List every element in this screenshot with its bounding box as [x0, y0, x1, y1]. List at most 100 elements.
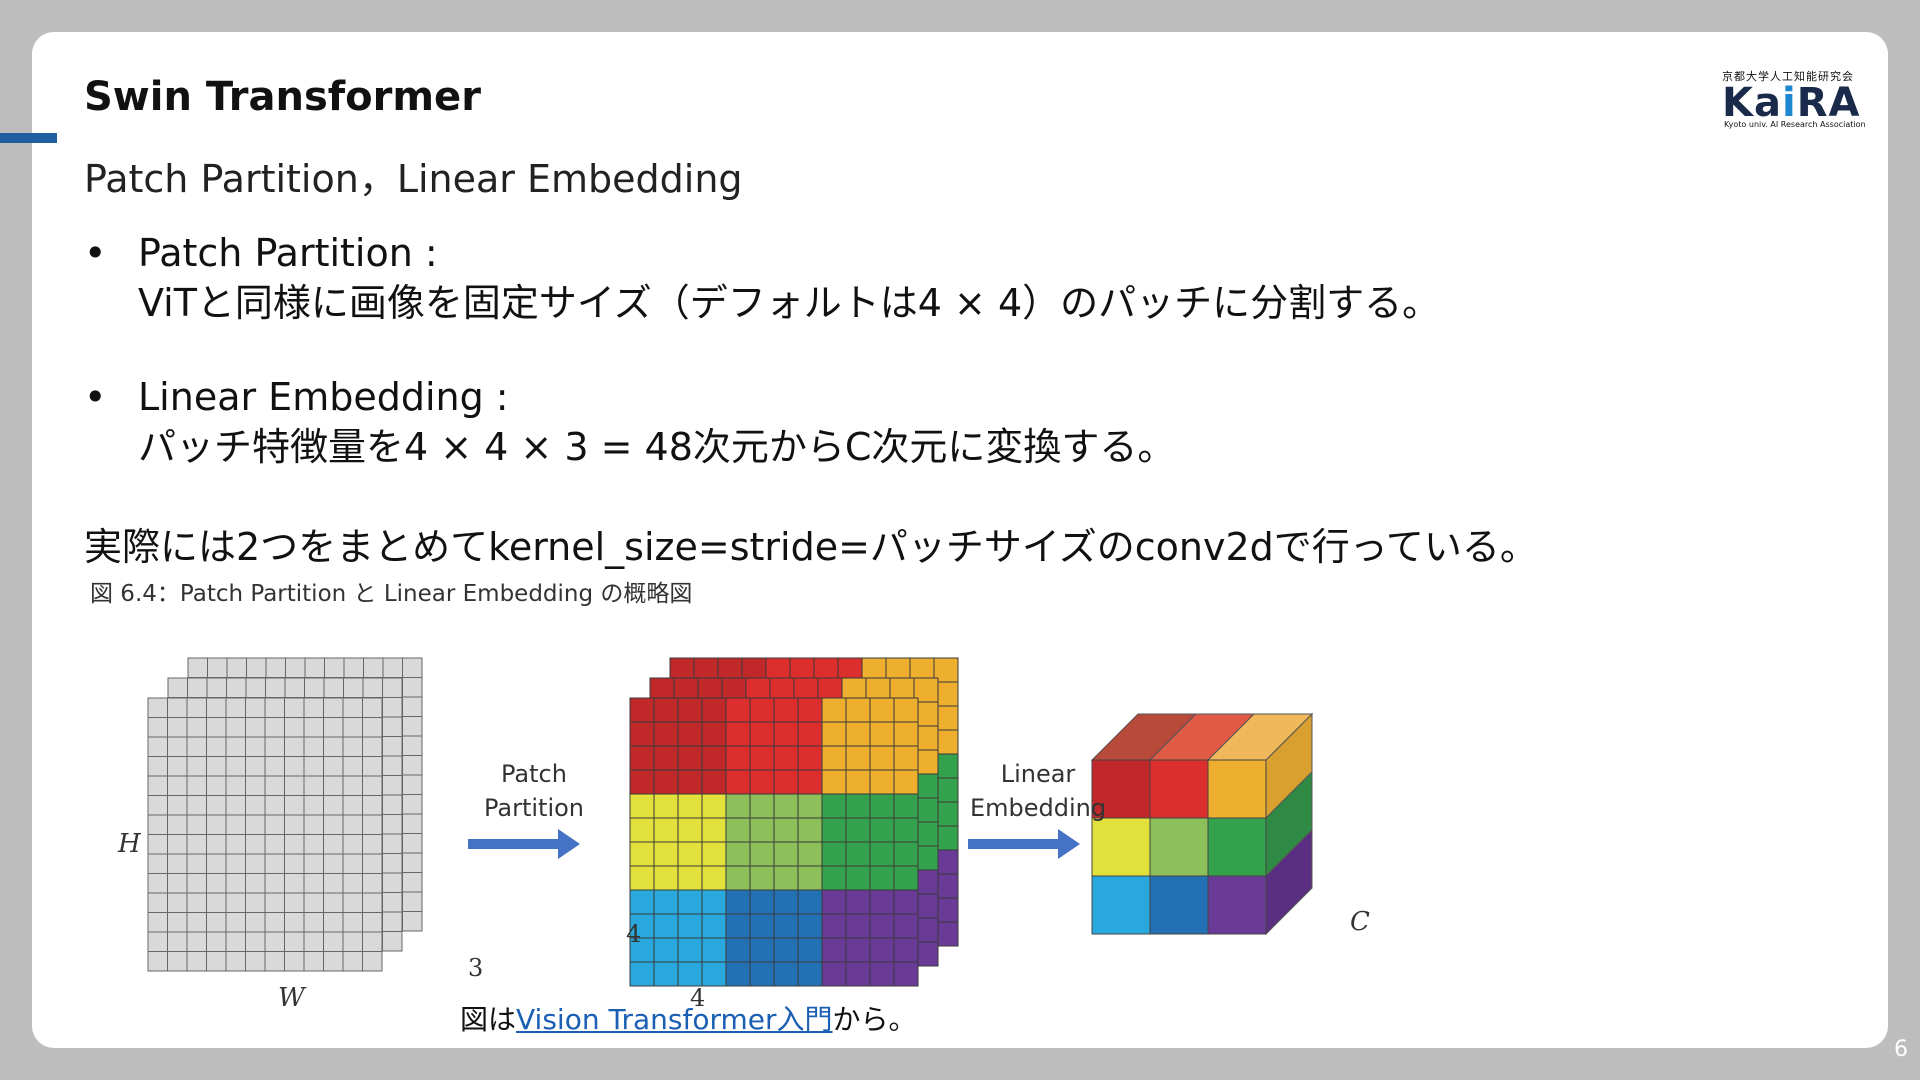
- input-cell: [284, 717, 305, 738]
- input-cell: [225, 834, 246, 855]
- input-cell: [187, 657, 208, 678]
- source-link[interactable]: Vision Transformer入門: [516, 1003, 833, 1036]
- input-cell: [402, 774, 423, 795]
- patch-cell: [821, 865, 847, 891]
- patch-cell: [653, 937, 679, 963]
- input-cell: [343, 657, 364, 678]
- input-cell: [402, 911, 423, 932]
- cube-front-cell: [1091, 875, 1151, 935]
- input-cell: [264, 795, 285, 816]
- patch-cell: [869, 937, 895, 963]
- cube-front-cell: [1091, 817, 1151, 877]
- patch-cell: [893, 865, 919, 891]
- input-cell: [206, 892, 227, 913]
- patch-cell: [653, 961, 679, 987]
- patch-cell: [893, 817, 919, 843]
- slide: Swin Transformer Patch Partition，Linear …: [0, 32, 1908, 1062]
- input-cell: [382, 853, 403, 874]
- input-cell: [362, 795, 383, 816]
- input-cell: [323, 717, 344, 738]
- source-suffix: から。: [832, 1003, 917, 1036]
- input-image-grid: [147, 657, 423, 972]
- patch-cell: [749, 937, 775, 963]
- cube-front-cell: [1149, 759, 1209, 819]
- patch-cell: [653, 841, 679, 867]
- input-cell: [147, 951, 168, 972]
- input-cell: [186, 775, 207, 796]
- input-cell: [245, 717, 266, 738]
- input-cell: [362, 697, 383, 718]
- input-cell: [167, 892, 188, 913]
- patch-cell: [629, 961, 655, 987]
- input-cell: [303, 717, 324, 738]
- patch-cell: [725, 889, 751, 915]
- patch-cell: [677, 793, 703, 819]
- input-cell: [225, 756, 246, 777]
- input-cell: [186, 931, 207, 952]
- patch-cell: [701, 889, 727, 915]
- input-cell: [324, 657, 345, 678]
- input-cell: [245, 931, 266, 952]
- input-cell: [342, 756, 363, 777]
- input-cell: [323, 775, 344, 796]
- patch-cell: [869, 865, 895, 891]
- input-cell: [342, 697, 363, 718]
- patch-cell: [893, 793, 919, 819]
- patch-cell: [749, 769, 775, 795]
- input-cell: [303, 873, 324, 894]
- patch-cell: [797, 841, 823, 867]
- input-cell: [147, 931, 168, 952]
- input-cell: [362, 814, 383, 835]
- patch-cell: [797, 889, 823, 915]
- label-W: W: [278, 983, 307, 1012]
- patch-cell: [845, 745, 871, 771]
- input-cell: [382, 755, 403, 776]
- input-cell: [186, 912, 207, 933]
- patch-cell: [893, 769, 919, 795]
- input-cell: [343, 677, 364, 698]
- input-cell: [225, 931, 246, 952]
- input-cell: [323, 677, 344, 698]
- input-cell: [207, 657, 228, 678]
- patch-cell: [869, 961, 895, 987]
- input-cell: [303, 931, 324, 952]
- input-cell: [342, 912, 363, 933]
- patch-cell: [629, 841, 655, 867]
- bullet-marker: •: [84, 231, 107, 275]
- patch-cell: [701, 961, 727, 987]
- input-cell: [323, 814, 344, 835]
- input-cell: [186, 795, 207, 816]
- input-cell: [323, 892, 344, 913]
- embedding-cube: [1090, 712, 1314, 936]
- input-cell: [382, 736, 403, 757]
- input-cell: [362, 951, 383, 972]
- patch-cell: [725, 817, 751, 843]
- cube-front-cell: [1149, 875, 1209, 935]
- input-cell: [362, 873, 383, 894]
- input-cell: [342, 814, 363, 835]
- input-cell: [245, 736, 266, 757]
- patch-cell: [629, 745, 655, 771]
- patch-cell: [821, 889, 847, 915]
- patch-cell: [653, 793, 679, 819]
- input-cell: [284, 892, 305, 913]
- input-cell: [206, 756, 227, 777]
- patch-cell: [797, 913, 823, 939]
- input-cell: [147, 795, 168, 816]
- input-cell: [147, 892, 168, 913]
- input-cell: [245, 756, 266, 777]
- input-cell: [362, 912, 383, 933]
- patch-cell: [845, 913, 871, 939]
- input-cell: [167, 951, 188, 972]
- input-cell: [382, 794, 403, 815]
- patch-cell: [869, 769, 895, 795]
- patch-cell: [893, 745, 919, 771]
- patch-cell: [701, 937, 727, 963]
- input-cell: [303, 756, 324, 777]
- input-cell: [323, 873, 344, 894]
- patch-cell: [773, 817, 799, 843]
- patch-cell: [797, 721, 823, 747]
- input-cell: [225, 736, 246, 757]
- patch-cell: [893, 841, 919, 867]
- patch-cell: [701, 745, 727, 771]
